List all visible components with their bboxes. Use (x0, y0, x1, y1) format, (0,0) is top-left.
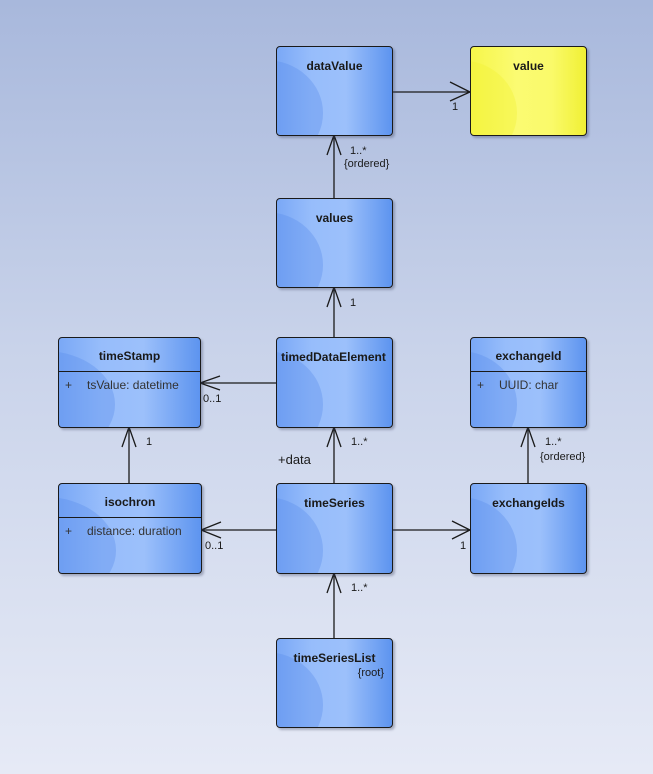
constraint-label: {ordered} (540, 451, 586, 463)
visibility-public: + (477, 378, 485, 392)
class-name: timeStamp (59, 338, 200, 372)
class-name: dataValue (306, 59, 363, 73)
multiplicity-label: 1..* (351, 582, 368, 594)
class-name: exchangeId (471, 338, 586, 372)
constraint-label: {ordered} (344, 158, 390, 170)
class-name: timeSeriesList (293, 651, 376, 665)
multiplicity-label: 1 (146, 436, 153, 448)
class-timeseries[interactable]: timeSeries (276, 483, 393, 574)
multiplicity-label: 0..1 (203, 393, 222, 405)
multiplicity-label: 0..1 (205, 540, 224, 552)
class-timestamp[interactable]: timeStamp + tsValue: datetime (58, 337, 201, 428)
class-datavalue[interactable]: dataValue (276, 46, 393, 136)
class-values[interactable]: values (276, 198, 393, 288)
class-name: timeSeries (304, 496, 365, 510)
class-stereotype: {root} (357, 667, 384, 679)
multiplicity-label: 1..* (545, 436, 562, 448)
class-value[interactable]: value (470, 46, 587, 136)
multiplicity-label: 1 (350, 297, 357, 309)
role-label: +data (278, 452, 311, 467)
visibility-public: + (65, 378, 73, 392)
class-exchangeids[interactable]: exchangeIds (470, 483, 587, 574)
attribute-text: UUID: char (499, 378, 559, 392)
class-isochron[interactable]: isochron + distance: duration (58, 483, 202, 574)
class-name: timedDataElement (281, 350, 386, 364)
class-name: value (513, 59, 544, 73)
multiplicity-label: 1 (460, 540, 467, 552)
class-name: exchangeIds (492, 496, 565, 510)
multiplicity-label: 1..* (350, 145, 367, 157)
multiplicity-label: 1..* (351, 436, 368, 448)
multiplicity-label: 1 (452, 101, 459, 113)
class-timeserieslist[interactable]: timeSeriesList {root} (276, 638, 393, 728)
class-name: values (315, 211, 354, 225)
attribute-text: distance: duration (87, 524, 182, 538)
class-exchangeid[interactable]: exchangeId + UUID: char (470, 337, 587, 428)
visibility-public: + (65, 524, 73, 538)
attribute-text: tsValue: datetime (87, 378, 179, 392)
class-attribute: + tsValue: datetime (59, 372, 200, 392)
class-name: isochron (59, 484, 201, 518)
class-attribute: + distance: duration (59, 518, 201, 538)
class-timeddataelement[interactable]: timedDataElement (276, 337, 393, 428)
class-attribute: + UUID: char (471, 372, 586, 392)
